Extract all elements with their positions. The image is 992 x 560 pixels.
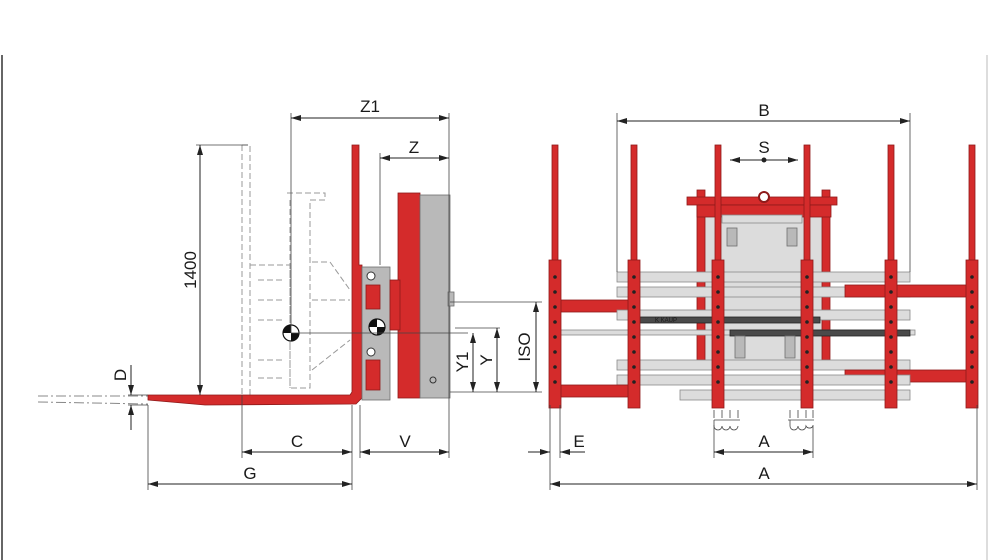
side-view: Z1 Z 1400 D C V G Y1 Y ISO (37, 97, 542, 490)
e-label: E (573, 432, 584, 451)
v-label: V (399, 432, 411, 451)
center-of-gravity-symbol (282, 318, 386, 342)
fork-tines (548, 144, 979, 409)
fork (147, 144, 363, 406)
b-label: B (758, 101, 769, 120)
d-label: D (111, 369, 130, 381)
height-label: 1400 (181, 251, 200, 289)
fork-tine (711, 144, 725, 409)
z1-label: Z1 (360, 97, 380, 116)
fork-tine (800, 144, 814, 409)
z-label: Z (409, 138, 419, 157)
g-label: G (243, 464, 256, 483)
sideshift-beams: K KAUP (555, 271, 974, 401)
kaup-logo: K KAUP (655, 318, 677, 324)
fork-tine (627, 144, 641, 409)
c-label: C (291, 432, 303, 451)
a-outer-label: A (758, 464, 770, 483)
fork-tine (965, 144, 979, 409)
position-stop-marks (713, 410, 814, 431)
fork-tine (884, 144, 898, 409)
a-inner-label: A (758, 432, 770, 451)
fork-tine (548, 144, 562, 409)
y1-label: Y1 (453, 352, 472, 373)
front-view: K KAUP B S A E A (528, 101, 979, 490)
carriage (361, 192, 455, 401)
iso-label: ISO (515, 332, 534, 361)
y-label: Y (477, 354, 496, 365)
s-label: S (758, 138, 769, 157)
